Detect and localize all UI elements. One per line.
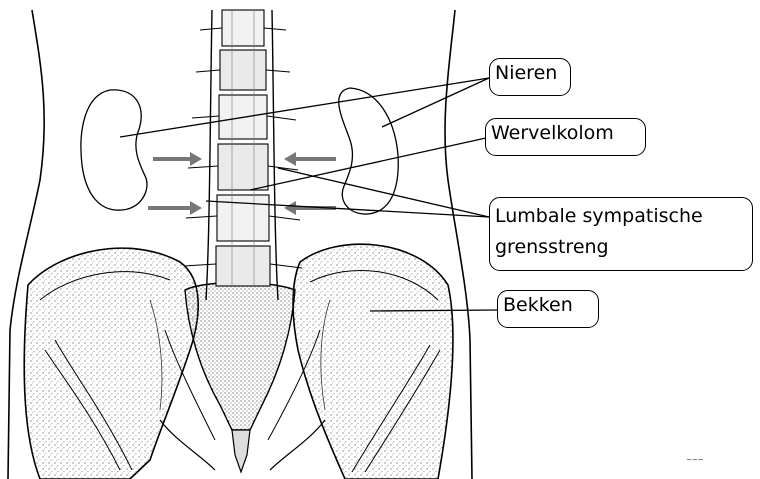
label-bekken-text: Bekken xyxy=(503,294,573,316)
spine xyxy=(184,10,302,300)
label-lumbale-line2: grensstreng xyxy=(495,232,747,263)
label-nieren-text: Nieren xyxy=(495,62,557,84)
label-nieren: Nieren xyxy=(489,58,571,96)
sacrum xyxy=(185,283,295,431)
left-kidney xyxy=(81,90,147,210)
label-bekken: Bekken xyxy=(497,290,599,328)
right-pelvis xyxy=(293,244,453,479)
label-wervelkolom: Wervelkolom xyxy=(485,118,646,156)
coccyx xyxy=(232,430,250,472)
artist-signature: ~~~ xyxy=(686,456,704,464)
label-lumbale-sympatische-grensstreng: Lumbale sympatische grensstreng xyxy=(489,197,753,271)
right-kidney xyxy=(339,88,399,214)
label-lumbale-line1: Lumbale sympatische xyxy=(495,201,747,232)
label-wervelkolom-text: Wervelkolom xyxy=(491,122,614,144)
left-pelvis xyxy=(24,248,198,479)
